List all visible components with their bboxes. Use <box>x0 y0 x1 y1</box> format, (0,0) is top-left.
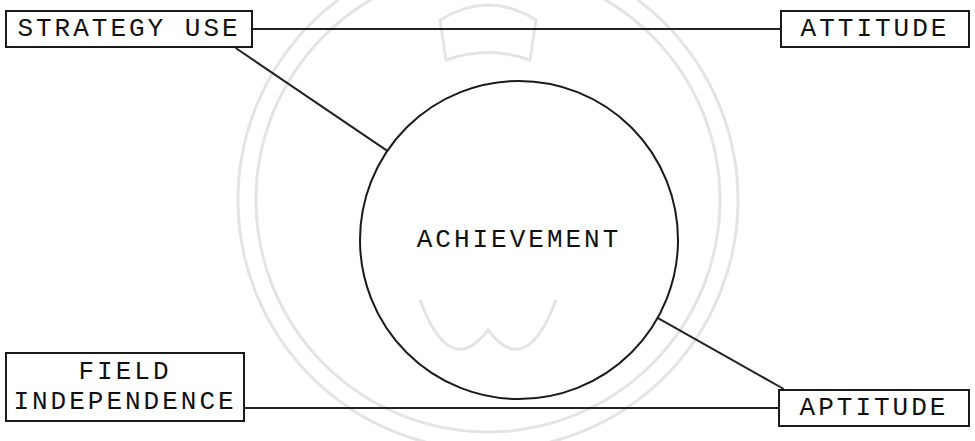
node-label: FIELD INDEPENDENCE <box>13 357 237 417</box>
factor-box: FIELD INDEPENDENCE <box>5 352 245 422</box>
connector-line <box>253 28 780 30</box>
central-circle: ACHIEVEMENT <box>359 80 679 400</box>
connector-line <box>245 407 778 409</box>
node-label: STRATEGY USE <box>17 14 240 44</box>
factor-box: ATTITUDE <box>780 10 970 48</box>
node-label: APTITUDE <box>800 393 949 423</box>
connector-line <box>236 48 388 151</box>
watermark-rings <box>238 0 738 441</box>
node-label: ACHIEVEMENT <box>417 225 622 255</box>
factor-box: STRATEGY USE <box>5 10 253 48</box>
connector-line <box>658 318 784 389</box>
factor-box: APTITUDE <box>778 389 970 427</box>
node-label: ATTITUDE <box>801 14 950 44</box>
